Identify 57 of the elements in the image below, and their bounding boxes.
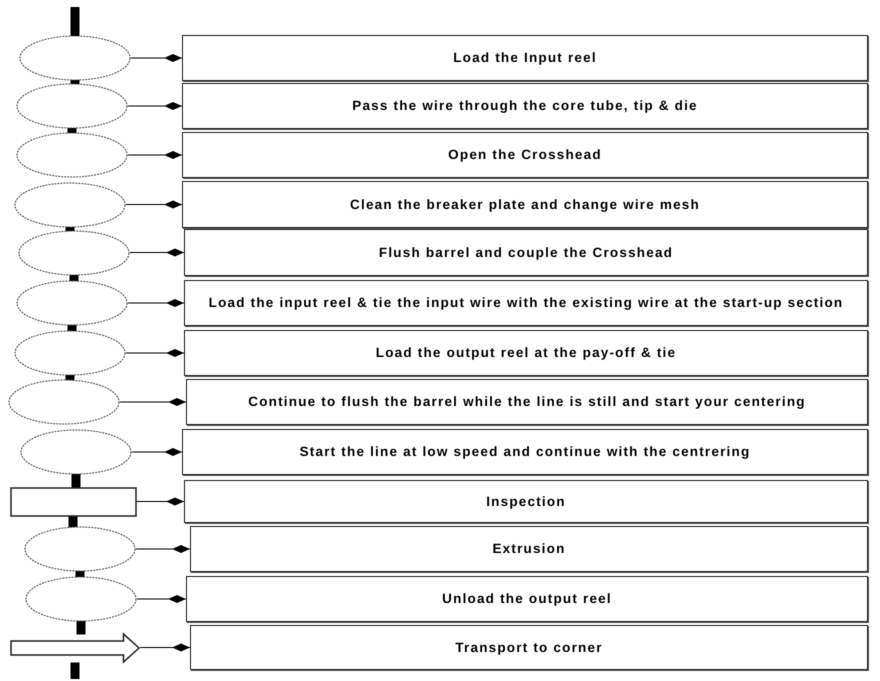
process-ellipse bbox=[25, 576, 137, 622]
step-text: Transport to corner bbox=[454, 640, 604, 656]
step-box bbox=[182, 181, 868, 228]
step-box bbox=[182, 132, 868, 178]
step-box bbox=[182, 429, 868, 475]
step-text: Flush barrel and couple the Crosshead bbox=[378, 244, 674, 260]
connector bbox=[136, 595, 186, 603]
step-text: Clean the breaker plate and change wire mesh bbox=[349, 196, 701, 212]
process-ellipse bbox=[14, 330, 126, 376]
step-box bbox=[186, 379, 868, 425]
connector bbox=[126, 349, 184, 357]
step-box bbox=[184, 280, 868, 326]
step-text: Unload the output reel bbox=[441, 591, 613, 607]
connector bbox=[136, 545, 190, 553]
step-text: Inspection bbox=[485, 494, 567, 510]
step-box bbox=[184, 330, 868, 376]
step-text: Load the Input reel bbox=[452, 50, 598, 66]
connector bbox=[128, 151, 182, 159]
flow-line bbox=[72, 473, 80, 488]
step-text: Pass the wire through the core tube, tip & die bbox=[351, 98, 699, 114]
connector bbox=[130, 54, 182, 62]
flow-line bbox=[70, 662, 80, 679]
flow-line bbox=[76, 620, 86, 634]
process-ellipse bbox=[16, 132, 128, 178]
connector bbox=[132, 448, 182, 456]
process-ellipse bbox=[24, 526, 136, 572]
step-box bbox=[186, 576, 868, 622]
connector bbox=[128, 299, 184, 307]
connector bbox=[130, 248, 184, 256]
connector bbox=[120, 398, 186, 406]
process-ellipse bbox=[19, 35, 131, 81]
step-box bbox=[182, 83, 868, 129]
process-rectangle bbox=[10, 486, 136, 516]
connector bbox=[128, 102, 182, 110]
process-ellipse bbox=[16, 280, 128, 326]
process-ellipse bbox=[18, 230, 130, 276]
connector bbox=[140, 644, 190, 652]
process-ellipse bbox=[8, 379, 120, 425]
process-ellipse bbox=[20, 429, 132, 475]
block-arrow bbox=[10, 632, 140, 662]
flow-line bbox=[70, 7, 80, 37]
step-box bbox=[190, 625, 868, 670]
step-text: Load the input reel & tie the input wire with the existing wire at the start-up section bbox=[208, 295, 844, 311]
process-ellipse bbox=[16, 83, 128, 129]
step-text: Continue to flush the barrel while the line is still and start your centering bbox=[247, 394, 807, 410]
flow-line bbox=[68, 514, 78, 528]
step-box bbox=[182, 35, 868, 81]
process-ellipse bbox=[14, 182, 126, 228]
step-text: Start the line at low speed and continue with the centrering bbox=[298, 444, 752, 460]
step-text: Extrusion bbox=[491, 541, 567, 557]
connector bbox=[126, 200, 182, 208]
step-box bbox=[184, 229, 868, 276]
step-box bbox=[184, 480, 868, 523]
step-text: Open the Crosshead bbox=[447, 147, 603, 163]
step-text: Load the output reel at the pay-off & tie bbox=[374, 345, 678, 361]
connector bbox=[136, 498, 184, 506]
step-box bbox=[190, 526, 868, 572]
